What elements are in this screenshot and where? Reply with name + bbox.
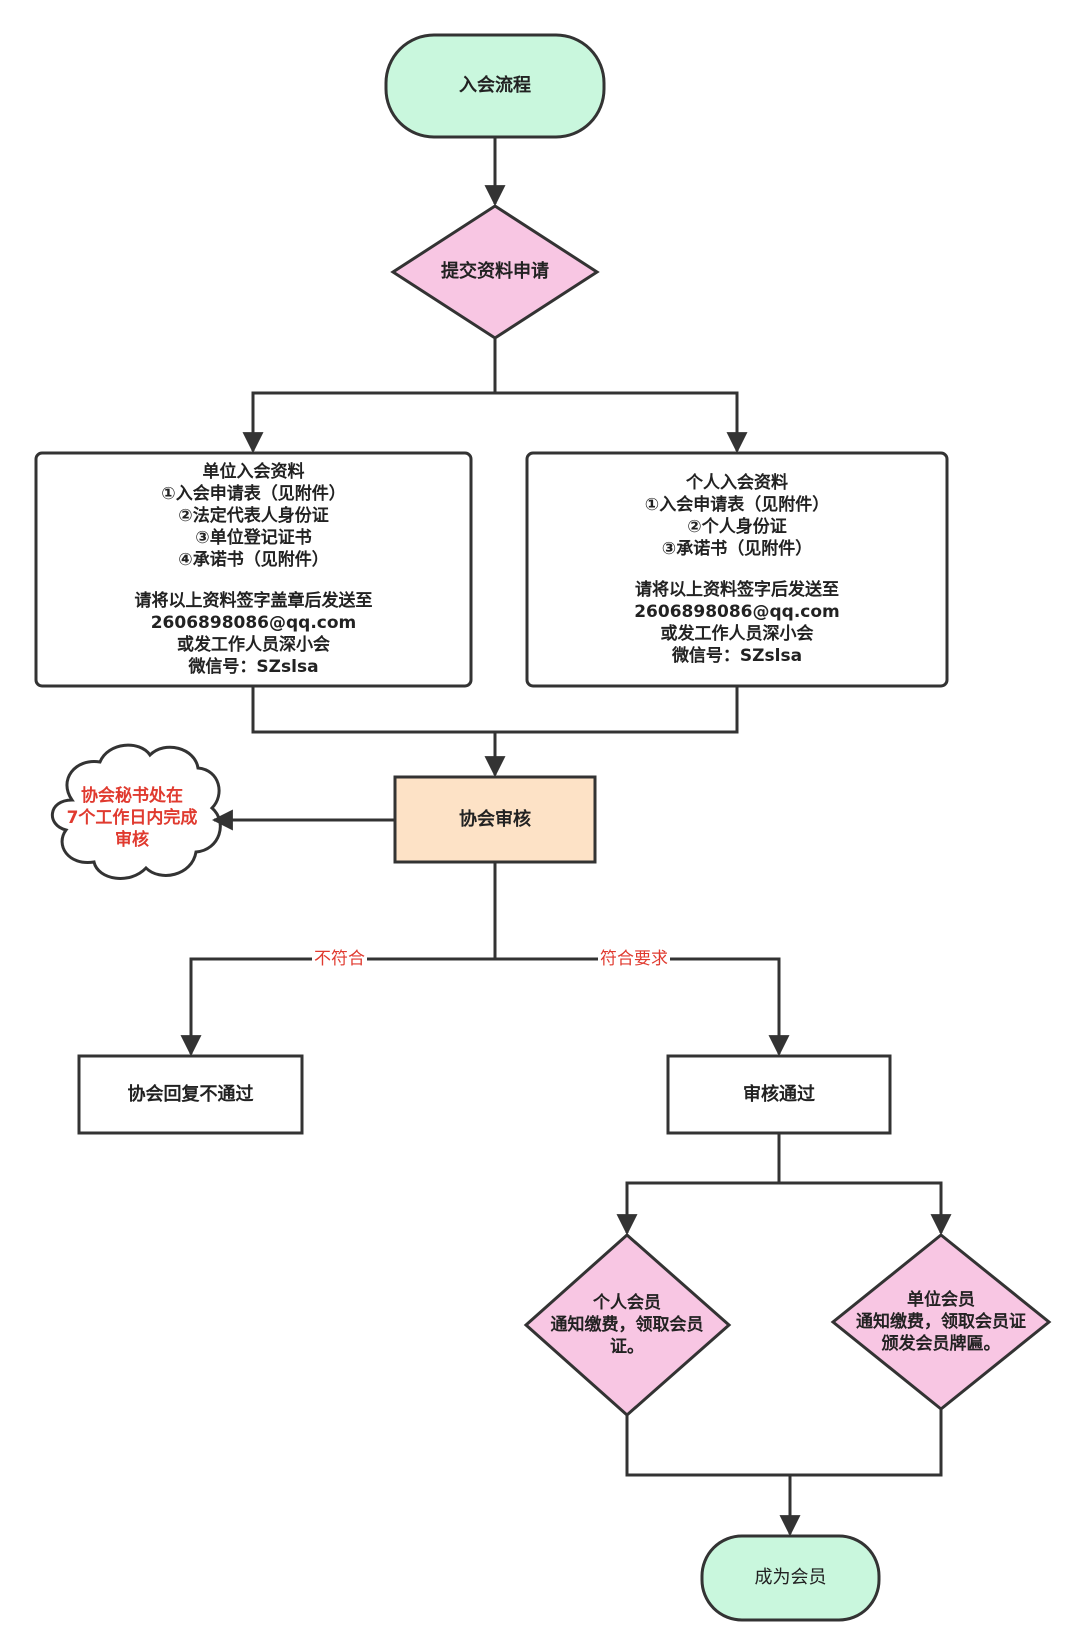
unit-materials-item: ①入会申请表（见附件） (161, 484, 346, 505)
unit-materials-label: 单位入会资料 ①入会申请表（见附件） ②法定代表人身份证 ③单位登记证书 ④承诺… (36, 453, 471, 686)
personal-materials-email: 2606898086@qq.com (634, 601, 840, 622)
connector-personal-merge-end (625, 1415, 790, 1477)
unit-materials-instruction: 或发工作人员深小会 (177, 634, 330, 655)
approved-process-shape (666, 1054, 892, 1135)
personal-materials-item: ②个人身份证 (687, 517, 787, 538)
unit-materials-wechat: 微信号：SZslsa (188, 656, 319, 677)
review-process-shape (393, 775, 597, 864)
connector-review-approved (495, 957, 790, 1057)
rejected-process-shape (77, 1054, 304, 1135)
connector-approved-unit (779, 1181, 952, 1236)
personal-materials-instruction: 请将以上资料签字后发送至 (635, 579, 839, 600)
connector-split-unit (242, 391, 495, 454)
end-node-label: 成为会员 (754, 1567, 827, 1589)
review-node-label: 协会审核 (459, 808, 531, 830)
connector-unit-merge-end (790, 1409, 943, 1477)
cloud-note-shape (50, 743, 222, 880)
personal-materials-instruction: 或发工作人员深小会 (660, 623, 814, 644)
unit-materials-item: ③单位登记证书 (195, 528, 312, 549)
personal-materials-item: ①入会申请表（见附件） (644, 495, 830, 516)
rejected-node-label: 协会回复不通过 (127, 1083, 254, 1105)
personal-materials-title: 个人入会资料 (686, 473, 788, 494)
submit-node-label: 提交资料申请 (441, 261, 549, 283)
unit-materials-email: 2606898086@qq.com (150, 612, 357, 633)
connector-personal-merge (495, 686, 739, 734)
connector-approved-personal (616, 1181, 779, 1236)
connector-split-personal (495, 391, 748, 454)
unit-materials-item: ④承诺书（见附件） (178, 550, 329, 571)
unit-materials-item: ②法定代表人身份证 (178, 506, 329, 527)
unit-materials-title: 单位入会资料 (202, 462, 305, 483)
approved-node-label: 审核通过 (743, 1083, 815, 1105)
cloud-note-label: 协会秘书处在 7个工作日内完成 审核 (66, 785, 198, 851)
edge-label-qualified: 符合要求 (598, 949, 670, 969)
unit-materials-instruction: 请将以上资料签字盖章后发送至 (134, 590, 373, 611)
edge-label-not-qualified: 不符合 (312, 949, 367, 969)
personal-materials-wechat: 微信号：SZslsa (671, 645, 803, 666)
connector-review-rejected (180, 957, 495, 1057)
personal-materials-label: 个人入会资料 ①入会申请表（见附件） ②个人身份证 ③承诺书（见附件） 请将以上… (527, 453, 947, 686)
unit-member-label: 单位会员 通知缴费，领取会员证 颁发会员牌匾。 (856, 1289, 1026, 1355)
personal-member-label: 个人会员 通知缴费，领取会员 证。 (550, 1292, 704, 1358)
personal-materials-item: ③承诺书（见附件） (661, 539, 813, 560)
start-node-label: 入会流程 (459, 75, 531, 97)
connector-unit-merge (251, 686, 495, 734)
